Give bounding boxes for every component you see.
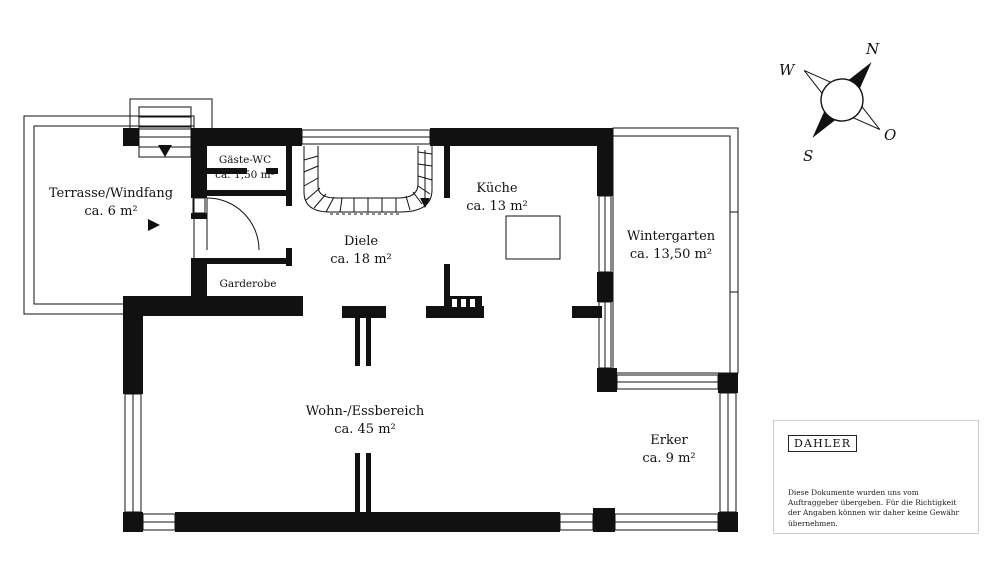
room-name-gaeste-wc: Gäste-WC xyxy=(219,154,271,166)
wintergarten-frame xyxy=(612,127,739,374)
room-area-gaeste-wc: ca. 1,50 m² xyxy=(215,169,275,181)
walls xyxy=(123,128,738,532)
compass-w: W xyxy=(779,61,796,79)
room-name-kueche: Küche xyxy=(476,181,517,196)
room-name-terrasse: Terrasse/Windfang xyxy=(49,186,173,201)
windows xyxy=(124,129,737,531)
entrance-door xyxy=(206,197,260,251)
entry-arrow-icon xyxy=(148,219,160,231)
disclaimer-text: Diese Dokumente wurden uns vom Auftragge… xyxy=(788,488,960,528)
room-name-wohn: Wohn-/Essbereich xyxy=(306,404,425,419)
dahler-logo: DAHLER xyxy=(788,435,858,452)
chimney-detail xyxy=(452,299,475,307)
room-area-kueche: ca. 13 m² xyxy=(466,199,528,214)
compass-s: S xyxy=(803,147,813,165)
kitchen-island xyxy=(505,215,561,260)
room-name-garderobe: Garderobe xyxy=(220,278,277,290)
room-area-diele: ca. 18 m² xyxy=(330,252,392,267)
room-name-wintergarten: Wintergarten xyxy=(627,229,716,244)
room-name-diele: Diele xyxy=(344,234,378,249)
room-area-erker: ca. 9 m² xyxy=(642,451,695,466)
disclaimer-box: DAHLER Diese Dokumente wurden uns vom Au… xyxy=(773,420,979,534)
compass-icon xyxy=(803,62,881,138)
compass-o: O xyxy=(884,126,896,144)
room-name-erker: Erker xyxy=(650,433,688,448)
room-area-wintergarten: ca. 13,50 m² xyxy=(630,247,712,262)
room-area-wohn: ca. 45 m² xyxy=(334,422,396,437)
entrance-arrow-icon xyxy=(158,145,172,157)
compass-n: N xyxy=(865,40,880,58)
room-area-terrasse: ca. 6 m² xyxy=(84,204,137,219)
stair-arrow-icon xyxy=(420,198,430,208)
staircase xyxy=(303,146,433,213)
